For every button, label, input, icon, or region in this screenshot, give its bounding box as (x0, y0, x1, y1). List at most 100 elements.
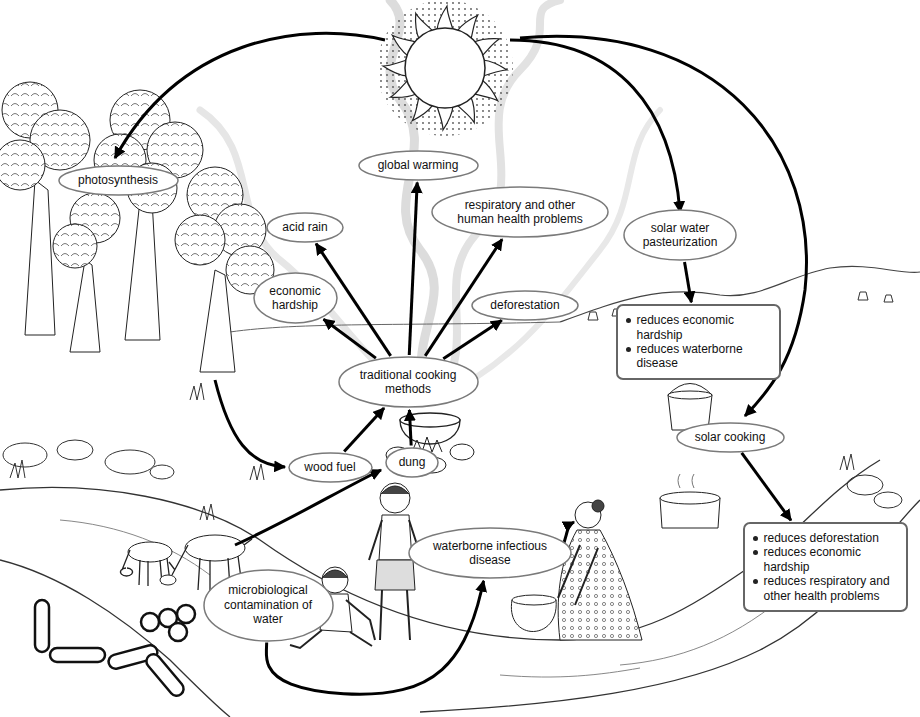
children (379, 515, 412, 560)
sun (377, 0, 513, 136)
bullet-dot (753, 579, 758, 584)
ellipse-outline (204, 570, 333, 641)
solar-pots (660, 492, 720, 504)
concept-label: traditional cooking methods (358, 368, 458, 397)
bullet-dot (626, 318, 631, 323)
children (375, 560, 415, 590)
landscape (858, 292, 868, 300)
bacteria (169, 623, 187, 641)
trees (0, 140, 45, 190)
solar-pots (668, 384, 712, 396)
sun (483, 60, 507, 76)
ellipse-outline (339, 357, 478, 407)
benefit-text: reduces waterborne disease (637, 342, 771, 371)
trees (125, 200, 160, 340)
trees (25, 180, 55, 335)
concept-ellipse: acid rain (266, 212, 344, 243)
concept-ellipse: global warming (358, 150, 479, 181)
concept-ellipse: wood fuel (288, 452, 373, 483)
trees (175, 215, 225, 265)
arrow-connector (409, 410, 411, 446)
landscape (884, 295, 893, 302)
bullet-dot (626, 347, 631, 352)
concept-ellipse: deforestation (471, 290, 579, 321)
flow-arrows (115, 33, 806, 548)
ellipse-outline (624, 210, 736, 260)
flow-arrows (115, 33, 385, 158)
bacteria (35, 600, 49, 652)
concept-ellipse: dung (385, 447, 439, 478)
sun (437, 106, 453, 130)
arrow-connector (324, 319, 376, 358)
benefit-text: reduces respiratory and other health pro… (764, 574, 898, 603)
benefit-box: reduces deforestationreduces economic ha… (743, 522, 908, 612)
landscape (588, 312, 598, 320)
bullet-dot (753, 550, 758, 555)
concept-label: microbiological contamination of water (222, 583, 314, 626)
arrow-connector (685, 262, 692, 302)
arrow-connector (409, 182, 417, 355)
children (369, 520, 422, 640)
concept-label: waterborne infectious disease (431, 539, 549, 568)
bullet-item: reduces respiratory and other health pro… (753, 574, 898, 603)
bacteria (144, 651, 187, 698)
concept-label: solar water pasteurization (641, 221, 719, 250)
concept-ellipse: traditional cooking methods (338, 356, 479, 408)
bacteria (177, 605, 195, 623)
solar-pots (678, 474, 694, 488)
concept-label: photosynthesis (76, 173, 160, 187)
solar-pots (660, 384, 720, 529)
benefit-box: reduces economic hardshipreduces waterbo… (616, 304, 781, 380)
trees (200, 270, 235, 372)
bullet-dot (753, 536, 758, 541)
fire-and-pot (450, 444, 474, 460)
smoke (200, 0, 660, 400)
landscape (105, 450, 155, 474)
bullet-item: reduces waterborne disease (626, 342, 771, 371)
benefit-text: reduces economic hardship (637, 313, 771, 342)
sun (405, 28, 485, 108)
woman (558, 530, 642, 640)
river (60, 520, 780, 677)
trees (70, 260, 100, 352)
arrow-connector (443, 320, 501, 358)
concept-label: dung (397, 455, 427, 469)
landscape (230, 322, 560, 332)
ellipse-outline (289, 453, 372, 482)
ellipse-outline (472, 291, 578, 320)
concept-label: respiratory and other human health probl… (456, 198, 585, 227)
flow-arrows (510, 40, 680, 212)
ellipse-outline (409, 528, 571, 578)
landscape (874, 492, 902, 508)
trees (53, 224, 97, 268)
concept-ellipse: respiratory and other human health probl… (431, 186, 609, 238)
arrow-connector (344, 408, 384, 451)
solar-pots (668, 391, 712, 399)
ellipse-outline (359, 151, 478, 180)
children (381, 486, 409, 494)
landscape (150, 465, 174, 479)
concept-label: acid rain (281, 220, 330, 234)
concept-ellipse: solar water pasteurization (623, 209, 737, 261)
ellipse-outline (267, 213, 343, 242)
ellipse-outline (432, 187, 608, 237)
bacteria (141, 613, 159, 631)
ellipse-outline (677, 423, 784, 452)
goats (185, 535, 245, 561)
children (322, 570, 348, 578)
sun (377, 0, 513, 136)
concept-ellipse: solar cooking (676, 422, 785, 453)
benefit-text: reduces economic hardship (764, 545, 898, 574)
landscape (3, 443, 47, 467)
sun (437, 6, 453, 30)
ellipse-outline (386, 448, 438, 477)
arrow-connector (742, 453, 791, 520)
river (0, 460, 920, 717)
woman (592, 500, 604, 512)
ellipse-outline (59, 166, 178, 195)
bullet-item: reduces deforestation (753, 531, 898, 545)
bacteria (50, 648, 105, 662)
concept-label: wood fuel (303, 460, 358, 474)
concept-label: deforestation (489, 298, 562, 312)
